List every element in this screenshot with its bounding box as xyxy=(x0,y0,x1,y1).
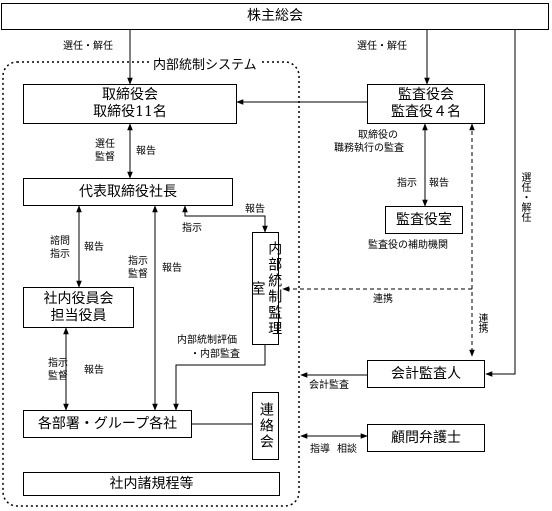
board-of-directors-box: 取締役会 取締役11名 xyxy=(23,84,237,124)
internal-control-system-title: 内部統制システム xyxy=(150,54,260,73)
report-from-audit-label: 報告 xyxy=(245,204,265,215)
legal-advisor-box: 顧問弁護士 xyxy=(367,424,485,452)
audit-board-members-label: 監査役４名 xyxy=(391,104,461,120)
audit-office-label: 監査役室 xyxy=(396,211,452,228)
instruct-office-label: 指示 xyxy=(397,178,417,189)
audit-duties-label-2: 職務執行の監査 xyxy=(334,143,404,154)
officers-instruct-label-1: 指示 xyxy=(48,358,68,369)
accounting-auditor-label: 会計監査人 xyxy=(391,365,461,382)
board-to-president-label-1: 選任 xyxy=(95,139,115,150)
audit-office-desc-label: 監査役の補助機関 xyxy=(368,240,448,251)
departments-box: 各部署・グループ各社 xyxy=(23,410,192,438)
officers-report-label: 報告 xyxy=(84,365,104,376)
liaison-meeting-label: 連絡会 xyxy=(257,402,274,450)
eval-label-2: ・内部監査 xyxy=(190,349,240,360)
audit-board-label: 監査役会 xyxy=(398,87,454,104)
regulations-box: 社内諸規程等 xyxy=(23,472,280,496)
officers-instruct-label-2: 監督 xyxy=(48,371,68,382)
cooperation-mid-label: 連携 xyxy=(373,294,393,305)
president-box: 代表取締役社長 xyxy=(23,178,233,206)
report-office-label: 報告 xyxy=(429,178,449,189)
board-to-president-label-2: 監督 xyxy=(95,152,115,163)
regulations-label: 社内諸規程等 xyxy=(109,475,194,492)
arrow-president-internal-audit xyxy=(182,205,268,233)
guidance-label: 指導 xyxy=(310,444,330,455)
officers-meeting-box: 社内役員会 担当役員 xyxy=(23,287,134,328)
cooperation-right-label: 連携 xyxy=(476,313,487,333)
shareholders-meeting-label: 株主総会 xyxy=(247,8,303,25)
officers-meeting-label: 社内役員会 xyxy=(43,290,114,307)
legal-advisor-label: 顧問弁護士 xyxy=(391,429,461,446)
appoint-mid-label: 選任・解任 xyxy=(357,41,407,52)
internal-control-boundary xyxy=(2,61,300,507)
internal-audit-office-box: 内部統制監理室 xyxy=(250,232,282,345)
report-departments-label: 報告 xyxy=(162,263,182,274)
president-label: 代表取締役社長 xyxy=(79,183,177,200)
internal-audit-office-label: 内部統制監理室 xyxy=(249,240,283,337)
arrow-shareholders-to-accounting-auditor xyxy=(485,30,516,377)
report-to-board-label: 報告 xyxy=(136,146,156,157)
instruct-to-audit-label: 指示 xyxy=(182,223,202,234)
appoint-right-label: 選任・解任 xyxy=(519,172,530,222)
accounting-auditor-box: 会計監査人 xyxy=(367,360,485,388)
departments-label: 各部署・グループ各社 xyxy=(37,415,178,432)
appoint-left-label: 選任・解任 xyxy=(63,41,113,52)
consult-label-1: 諮問 xyxy=(50,236,70,247)
liaison-meeting-box: 連絡会 xyxy=(252,392,279,460)
officers-label: 担当役員 xyxy=(50,307,107,324)
audit-office-box: 監査役室 xyxy=(385,206,463,234)
report-officers-label: 報告 xyxy=(84,242,104,253)
instruct-supervise-label-1: 指示 xyxy=(128,256,148,267)
board-label: 取締役会 xyxy=(102,87,158,104)
instruct-supervise-label-2: 監督 xyxy=(128,269,148,280)
eval-label-1: 内部統制評価 xyxy=(177,335,237,346)
arrow-internal-audit-to-departments xyxy=(173,345,266,411)
consultation-label: 相談 xyxy=(337,444,357,455)
board-members-label: 取締役11名 xyxy=(93,104,167,120)
consult-label-2: 指示 xyxy=(50,249,70,260)
audit-duties-label-1: 取締役の xyxy=(358,130,398,141)
shareholders-meeting-box: 株主総会 xyxy=(1,3,549,30)
audit-board-box: 監査役会 監査役４名 xyxy=(367,84,485,124)
accounting-audit-label: 会計監査 xyxy=(309,380,349,391)
